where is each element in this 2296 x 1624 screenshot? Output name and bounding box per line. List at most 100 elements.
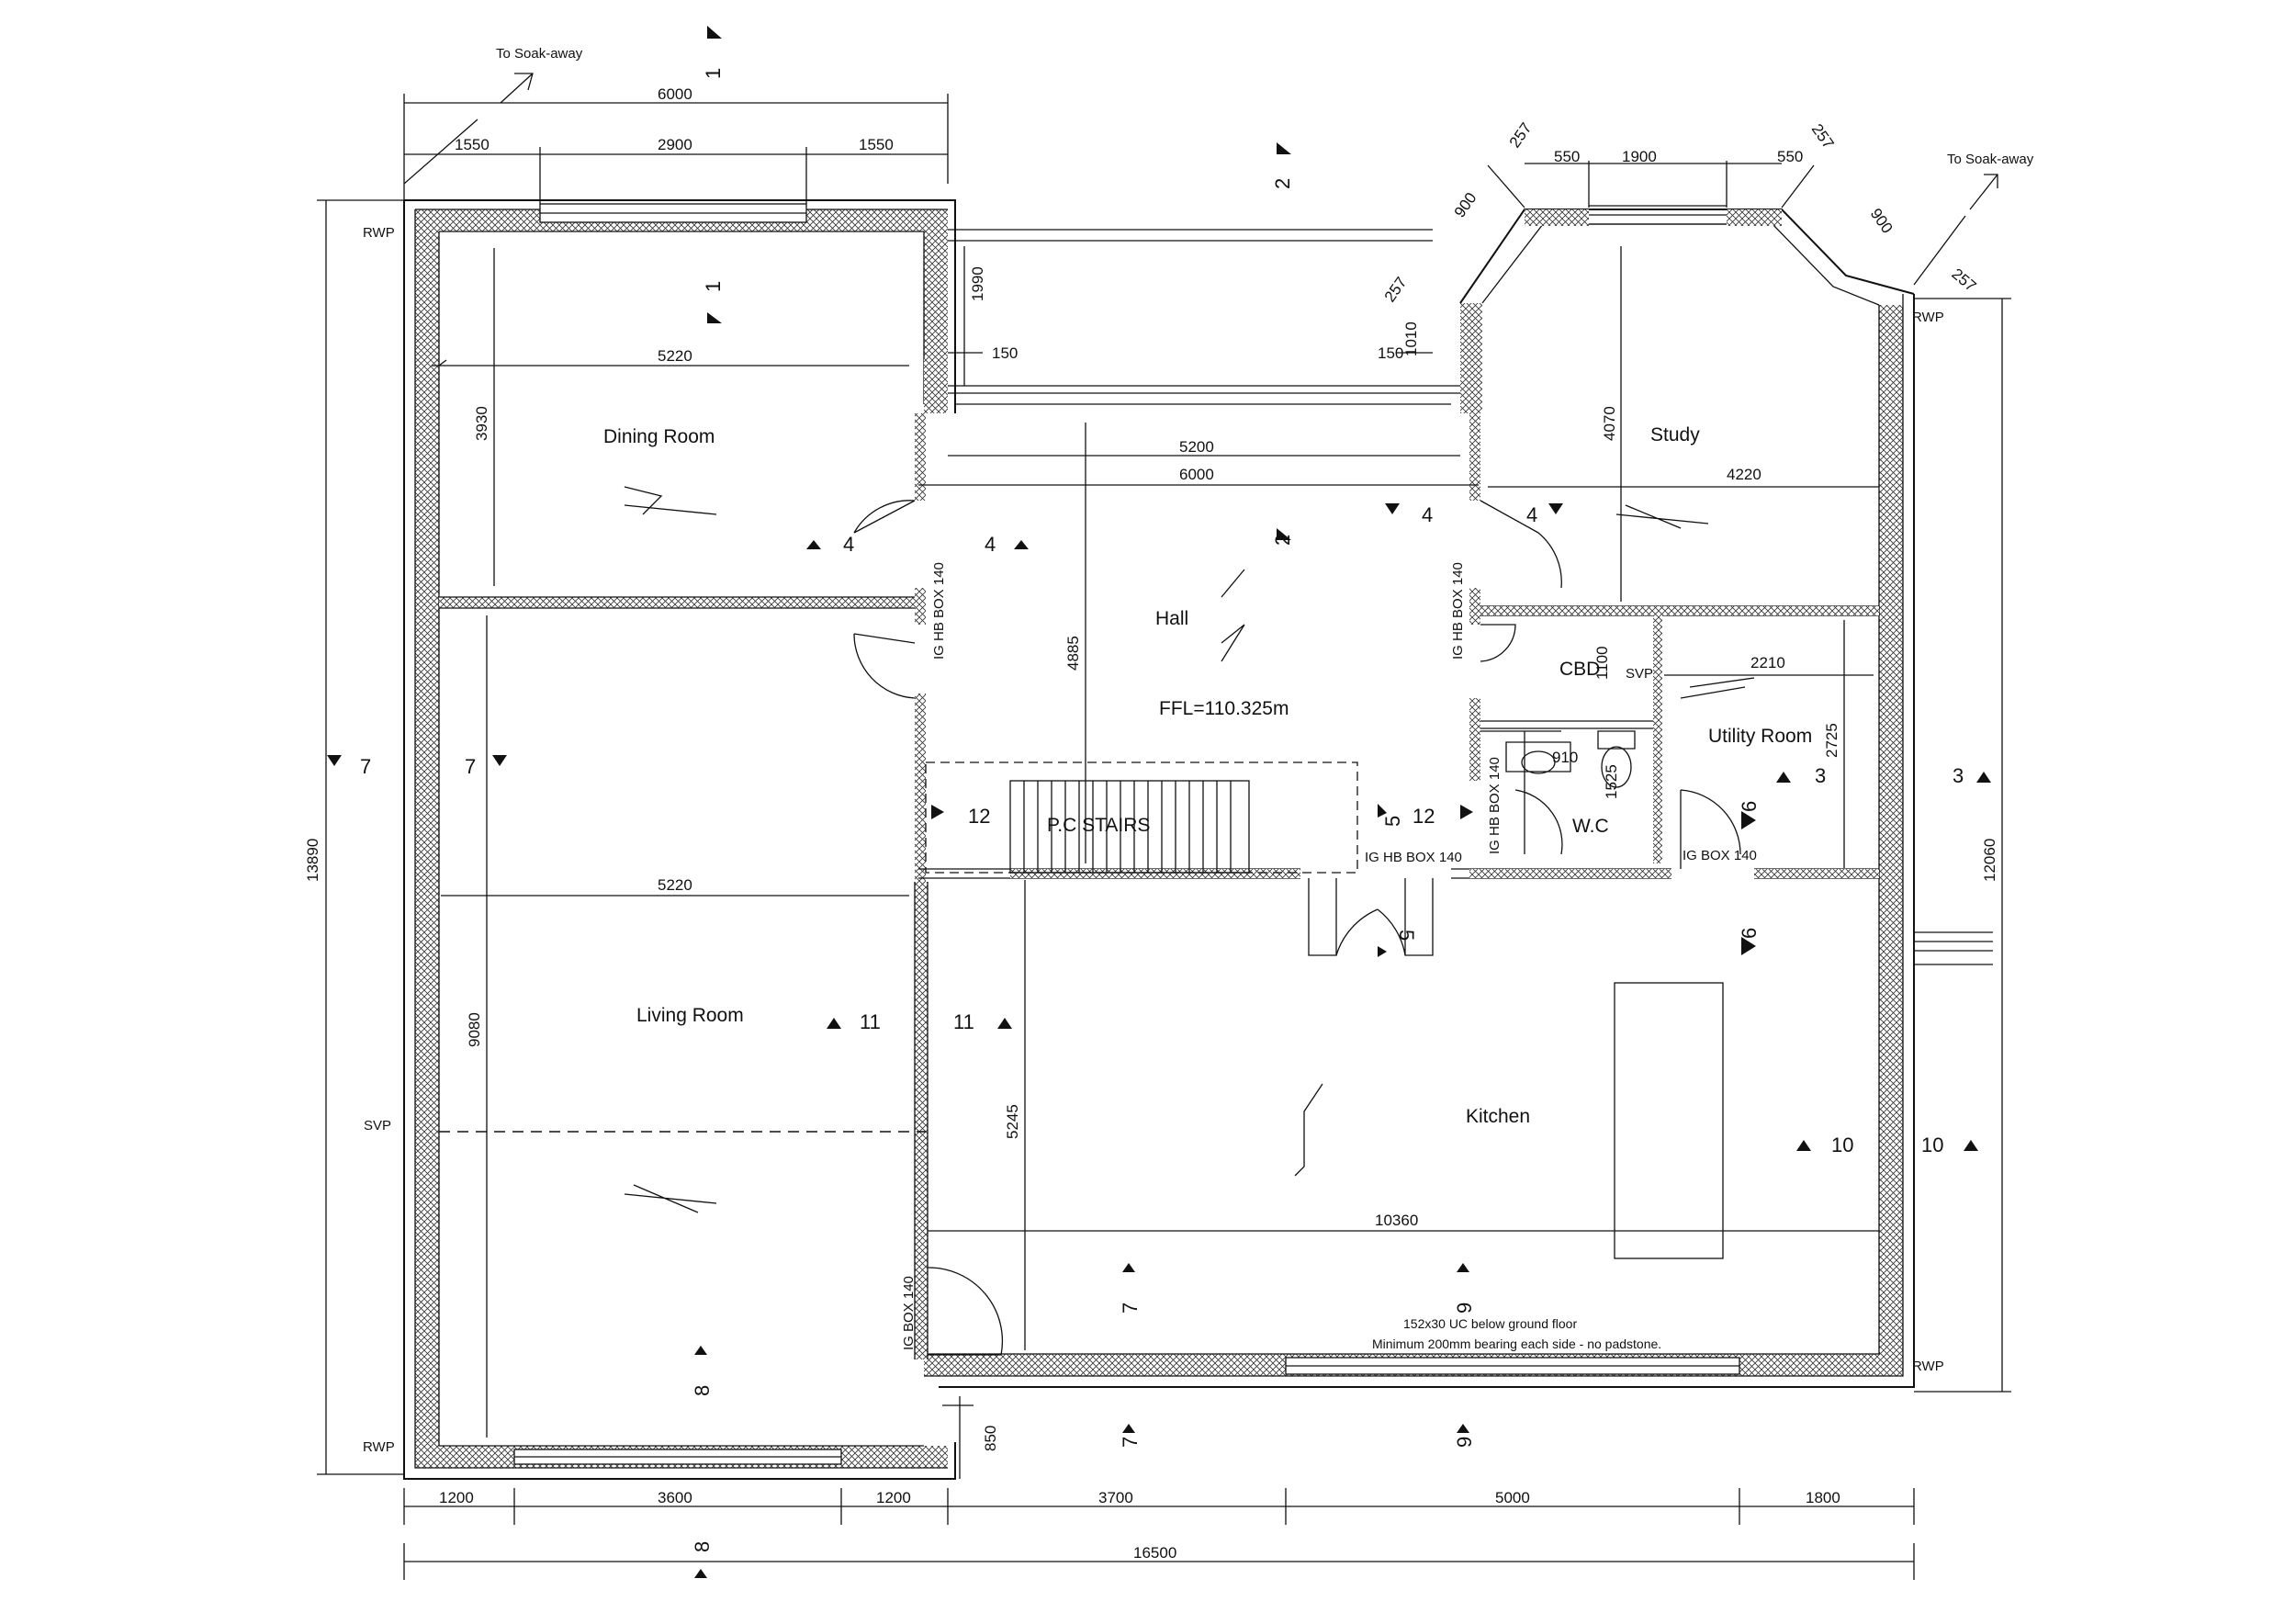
soakaway-label-right: To Soak-away <box>1947 152 2034 167</box>
section-4-dining: 4 <box>843 533 854 556</box>
dim-5220-dining: 5220 <box>658 347 692 365</box>
section-12-stairs-west: 12 <box>968 805 990 828</box>
section-7-outer-west: 7 <box>360 755 371 778</box>
dim-bay-550-left: 550 <box>1554 148 1580 165</box>
dim-150-left: 150 <box>992 344 1018 362</box>
dim-3930: 3930 <box>473 406 490 441</box>
dim-bottom-3600: 3600 <box>658 1489 692 1506</box>
fixtures <box>1505 730 1993 1259</box>
dim-overall-16500: 16500 <box>1133 1544 1176 1562</box>
section-4-hall-west: 4 <box>985 533 996 556</box>
section-7-outer-south: 7 <box>1119 1437 1142 1448</box>
dim-2725: 2725 <box>1823 723 1840 758</box>
soakaway-arrows <box>403 73 1998 286</box>
dim-5245: 5245 <box>1004 1104 1021 1139</box>
dim-bay-550-right: 550 <box>1777 148 1803 165</box>
section-1-dining: 1 <box>702 281 725 292</box>
ig-box-kitchen: IG BOX 140 <box>901 1276 917 1350</box>
windows <box>513 203 1740 1465</box>
section-8-outer-south: 8 <box>691 1541 714 1552</box>
rwp-label-sw: RWP <box>363 1439 395 1455</box>
room-cbd: CBD <box>1559 659 1600 680</box>
dim-bay-257-top-left: 257 <box>1506 119 1536 151</box>
dim-1990: 1990 <box>969 266 986 301</box>
steel-note-1: 152x30 UC below ground floor <box>1403 1316 1577 1331</box>
dimension-lines <box>317 94 2011 1580</box>
section-6-kitchen: 6 <box>1738 928 1761 939</box>
section-3-utility: 3 <box>1815 764 1826 787</box>
dim-9080: 9080 <box>466 1012 483 1047</box>
room-hall: Hall <box>1155 608 1188 629</box>
section-2-top: 2 <box>1271 178 1294 189</box>
rwp-label-ne: RWP <box>1912 310 1944 325</box>
ffl-level: FFL=110.325m <box>1159 698 1289 719</box>
ig-box-utility: IG BOX 140 <box>1683 848 1757 863</box>
dim-150-right: 150 <box>1378 344 1403 362</box>
svp-label-cbd: SVP <box>1626 666 1653 682</box>
section-1-top: 1 <box>702 68 725 79</box>
doors <box>853 500 1741 1356</box>
dim-4885: 4885 <box>1064 636 1082 671</box>
steel-note-2: Minimum 200mm bearing each side - no pad… <box>1372 1336 1661 1351</box>
section-5-kitchen: 5 <box>1395 930 1418 941</box>
section-3-outer-east: 3 <box>1953 764 1964 787</box>
rwp-label-nw: RWP <box>363 225 395 241</box>
dim-4070: 4070 <box>1601 406 1618 441</box>
section-6-utility: 6 <box>1738 801 1761 812</box>
dim-4220: 4220 <box>1727 466 1761 483</box>
room-wc: W.C <box>1572 816 1609 837</box>
section-10-outer-east: 10 <box>1921 1133 1943 1156</box>
section-9-kitchen: 9 <box>1453 1303 1476 1314</box>
dim-bay-257-bottom-left: 257 <box>1381 274 1411 305</box>
dim-2210: 2210 <box>1750 654 1785 671</box>
room-kitchen: Kitchen <box>1466 1106 1530 1127</box>
dim-13890: 13890 <box>304 839 321 882</box>
section-5-hall: 5 <box>1381 816 1404 827</box>
ig-hb-box-wc: IG HB BOX 140 <box>1487 757 1503 854</box>
section-7-kitchen: 7 <box>1119 1303 1142 1314</box>
dim-1525: 1525 <box>1603 764 1620 799</box>
section-9-outer-south: 9 <box>1453 1437 1476 1448</box>
dim-6000-hall: 6000 <box>1179 466 1214 483</box>
rwp-label-se: RWP <box>1912 1359 1944 1374</box>
dim-5200: 5200 <box>1179 438 1214 456</box>
dim-1010: 1010 <box>1402 321 1420 356</box>
dim-5220-living: 5220 <box>658 876 692 894</box>
dim-1100: 1100 <box>1593 646 1611 680</box>
section-11-kitchen: 11 <box>953 1010 974 1033</box>
dim-top-1550-right: 1550 <box>859 136 894 153</box>
dim-bottom-5000: 5000 <box>1495 1489 1530 1506</box>
ig-hb-box-hall-east: IG HB BOX 140 <box>1450 562 1466 660</box>
ig-hb-box-hall-west: IG HB BOX 140 <box>931 562 947 660</box>
dim-850: 850 <box>982 1426 999 1451</box>
dim-bottom-1800: 1800 <box>1806 1489 1840 1506</box>
dim-bottom-1200-right: 1200 <box>876 1489 911 1506</box>
dim-bay-900-left: 900 <box>1451 189 1480 220</box>
level-symbols <box>624 486 1755 1213</box>
dim-10360: 10360 <box>1375 1212 1418 1229</box>
room-living: Living Room <box>636 1005 744 1026</box>
section-11-living: 11 <box>860 1010 881 1033</box>
walls <box>403 199 1915 1480</box>
section-4-hall-east: 4 <box>1422 503 1433 526</box>
dim-12060: 12060 <box>1981 839 1998 882</box>
room-utility: Utility Room <box>1708 726 1812 747</box>
dim-910: 910 <box>1552 749 1578 766</box>
dim-top-1550-left: 1550 <box>455 136 490 153</box>
section-10-kitchen: 10 <box>1831 1133 1853 1156</box>
stairs <box>925 761 1358 874</box>
dim-bay-257-bottom-right: 257 <box>1948 265 1979 296</box>
dim-bay-1900: 1900 <box>1622 148 1657 165</box>
dim-top-overall: 6000 <box>658 85 692 103</box>
section-8-living: 8 <box>691 1385 714 1396</box>
section-2-hall: 2 <box>1271 535 1294 546</box>
ig-hb-box-stairs: IG HB BOX 140 <box>1365 850 1462 865</box>
soakaway-label-left: To Soak-away <box>496 46 583 62</box>
room-dining: Dining Room <box>603 426 715 447</box>
section-4-study: 4 <box>1526 503 1537 526</box>
svp-label-west: SVP <box>364 1118 391 1133</box>
section-markers <box>327 26 1991 1578</box>
section-7-inner-west: 7 <box>465 755 476 778</box>
dim-bay-900-right: 900 <box>1867 205 1896 236</box>
